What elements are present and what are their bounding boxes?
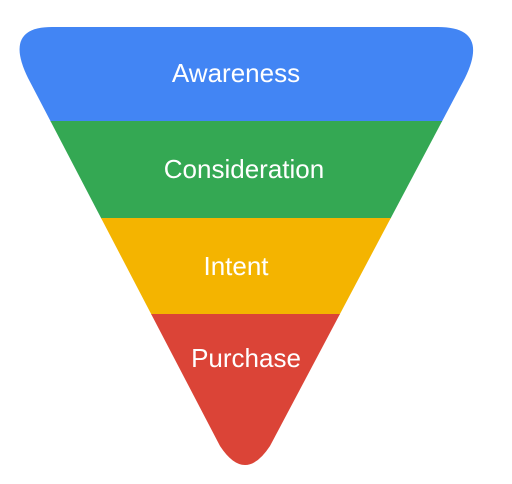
funnel-label-awareness: Awareness [172, 58, 300, 88]
funnel-label-purchase: Purchase [191, 343, 301, 373]
funnel-bands [19, 27, 474, 465]
funnel-band-consideration [19, 121, 474, 219]
funnel-band-purchase [19, 314, 474, 465]
funnel-label-consideration: Consideration [164, 154, 324, 184]
funnel-label-intent: Intent [203, 251, 269, 281]
funnel-band-awareness [19, 27, 474, 122]
